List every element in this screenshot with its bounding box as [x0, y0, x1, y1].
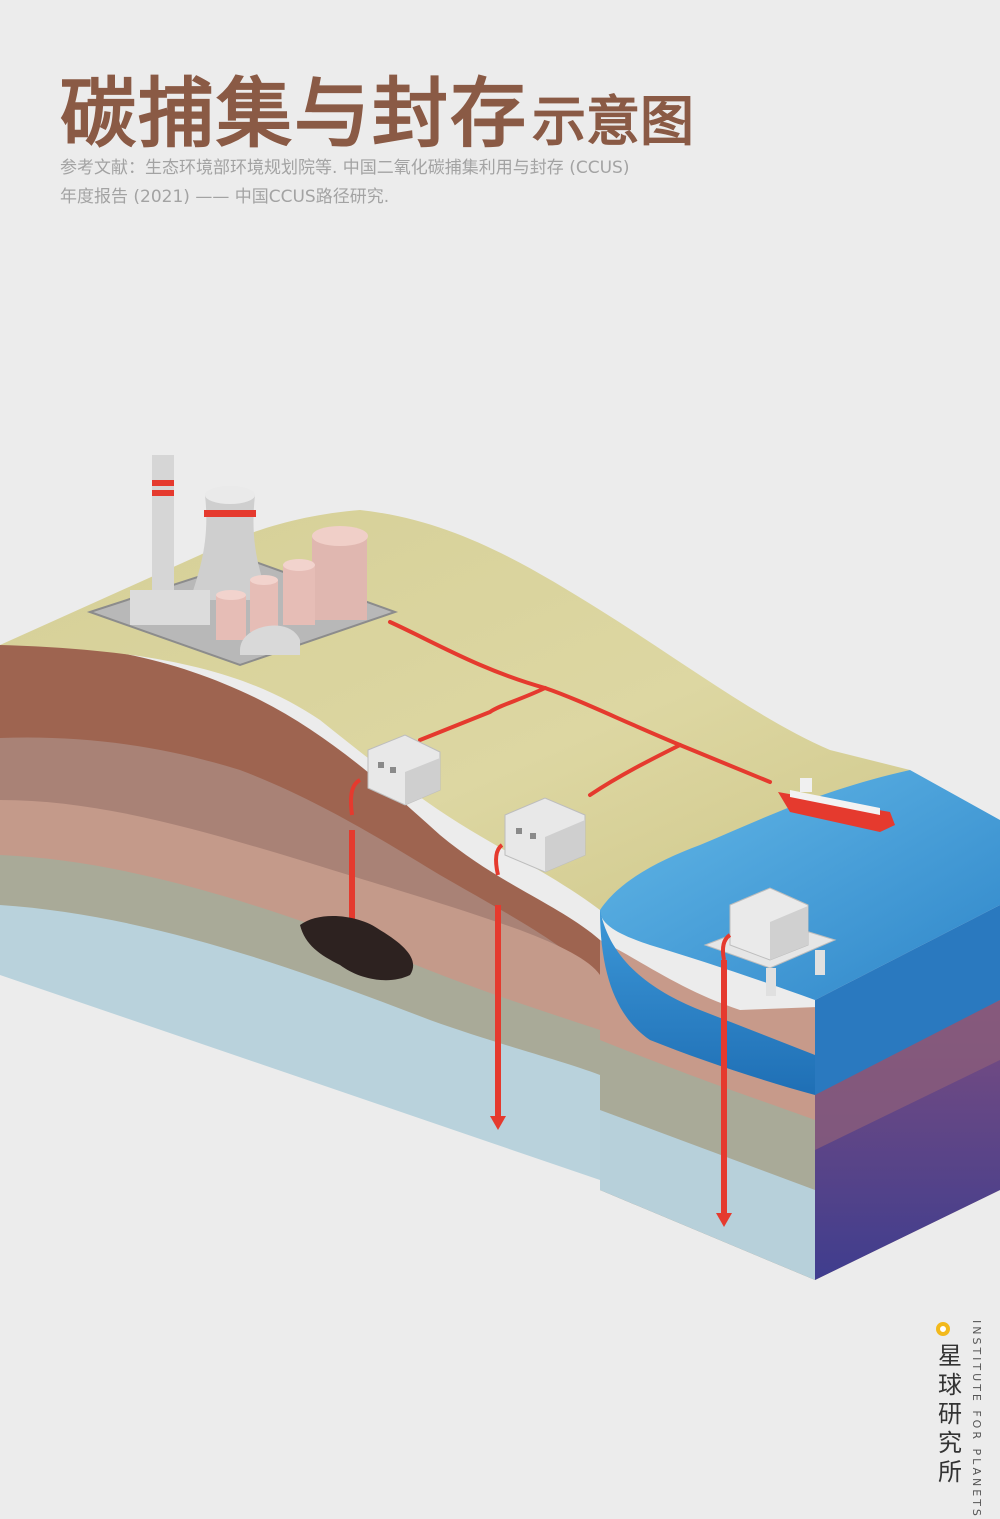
sea-surface — [600, 770, 1000, 1000]
soil-layers — [0, 644, 600, 1180]
title-sub: 示意图 — [532, 89, 694, 153]
co2-pipeline — [388, 620, 772, 797]
offshore-platform-icon — [703, 887, 837, 1227]
injection-facility-icon — [344, 734, 441, 952]
reference-text: 参考文献：生态环境部环境规划院等. 中国二氧化碳捕集利用与封存 (CCUS) 年… — [60, 154, 629, 212]
sea-front — [600, 910, 815, 1095]
brand-logo: 星球研究所 INSTITUTE FOR PLANETS — [930, 1320, 995, 1519]
brand-name-en: INSTITUTE FOR PLANETS — [970, 1320, 983, 1519]
reservoir-cavity — [300, 915, 414, 981]
reference-line-2: 年度报告 (2021) —— 中国CCUS路径研究. — [60, 187, 390, 207]
brand-name-cn: 星球研究所 — [938, 1342, 962, 1486]
power-plant-icon — [86, 455, 399, 667]
ccs-diagram — [0, 455, 1000, 1280]
title-main: 碳捕集与封存 — [60, 69, 528, 158]
brand-dot-icon — [936, 1322, 950, 1336]
sea-side — [815, 905, 1000, 1095]
page-title: 碳捕集与封存 示意图 — [60, 52, 694, 162]
ship-icon — [778, 778, 895, 832]
reference-line-1: 参考文献：生态环境部环境规划院等. 中国二氧化碳捕集利用与封存 (CCUS) — [60, 158, 630, 178]
injection-facility-icon — [490, 797, 586, 1130]
